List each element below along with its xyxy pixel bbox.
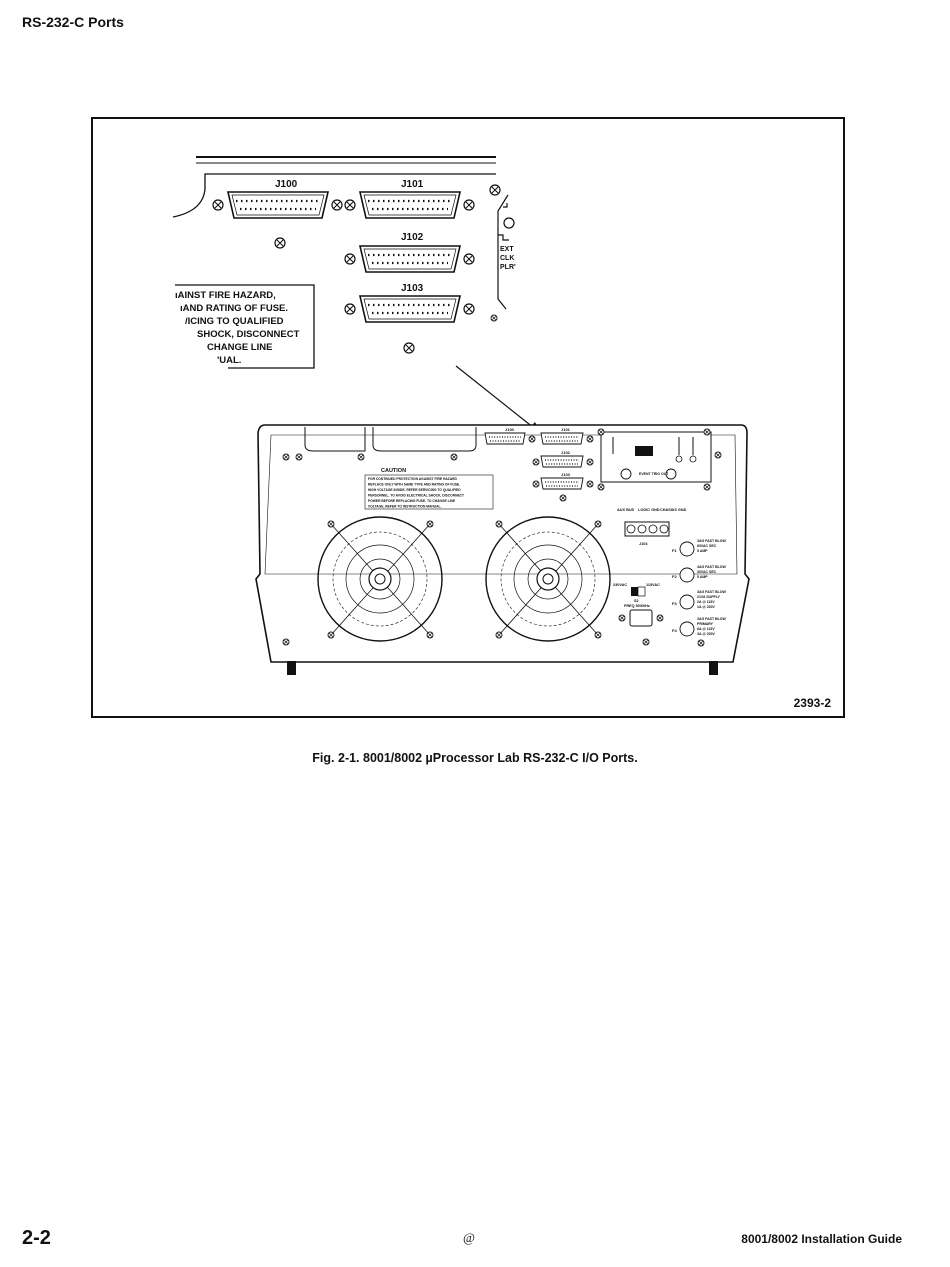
- fan-right: [485, 516, 611, 642]
- zoom-connector-j102: [358, 245, 462, 273]
- event-trig-label: EVENT TRIG OUT: [639, 472, 669, 476]
- fuse-id: F3: [672, 601, 677, 606]
- voltage-selector-switch: [631, 587, 638, 596]
- zoom-side-label-clk: CLK: [500, 255, 514, 262]
- voltage-label-230: 230VAC: [613, 583, 627, 587]
- fuse-line: 6A @ 115V: [697, 627, 715, 631]
- fuse-line: 2A @ 115V: [697, 600, 715, 604]
- panel-label-j103: J103: [561, 472, 571, 477]
- fuse-line: PRIMARY: [697, 622, 714, 626]
- caution-line: PERSONNEL. TO AVOID ELECTRICAL SHOCK, DI…: [368, 494, 464, 498]
- power-inlet: [629, 609, 653, 627]
- fuse-holder-f2: [679, 567, 695, 583]
- pointer-arrow: [455, 365, 541, 434]
- fuse-id: F2: [672, 574, 677, 579]
- fuse-id: F1: [672, 548, 677, 553]
- caution-line: HIGH VOLTAGE INSIDE. REFER SERVICING TO …: [368, 488, 461, 492]
- page-number: 2-2: [22, 1227, 51, 1249]
- guide-title: 8001/8002 Installation Guide: [741, 1232, 902, 1246]
- zoom-label-j103: J103: [401, 283, 424, 294]
- freq-label: FREQ 50/60Hz: [624, 604, 650, 608]
- caution-label: [364, 474, 494, 510]
- zoom-label-j101: J101: [401, 179, 424, 190]
- zoom-warning-line: SHOCK, DISCONNECT: [197, 329, 300, 340]
- terminal-id: J104: [639, 542, 648, 546]
- zoom-side-label-plr: PLR': [500, 264, 516, 271]
- zoom-connector-j100: [226, 191, 330, 219]
- fuse-holder-f3: [679, 594, 695, 610]
- panel-connector-j103: [540, 477, 584, 490]
- rear-panel: J100 J101 J102 J103: [255, 424, 750, 675]
- voltage-label-115: 115VAC: [646, 583, 660, 587]
- terminal-label-chassis: CHASSIS GND: [660, 508, 687, 512]
- zoom-connector-j101: [358, 191, 462, 219]
- caution-line: VOLTAGE, REFER TO INSTRUCTION MANUAL.: [368, 505, 442, 509]
- terminal-label-aux: AUX BUS: [617, 508, 635, 512]
- fuse-id: F4: [672, 628, 677, 633]
- panel-label-j101: J101: [561, 427, 571, 432]
- fuse-line: 5 AMP: [697, 549, 708, 553]
- figure-caption: Fig. 2-1. 8001/8002 µProcessor Lab RS-23…: [312, 751, 638, 765]
- zoom-warning-line: ıAND RATING OF FUSE.: [180, 303, 288, 314]
- panel-connector-j101: [540, 432, 584, 445]
- caution-line: FOR CONTINUED PROTECTION AGAINST FIRE HA…: [368, 477, 458, 481]
- fuse-line: 3AG FAST BLOW: [697, 565, 726, 569]
- zoom-warning-line: /ICING TO QUALIFIED: [185, 316, 284, 327]
- panel-label-j102: J102: [561, 450, 571, 455]
- fuse-line: 3AG FAST BLOW: [697, 590, 726, 594]
- panel-connector-j102: [540, 455, 584, 468]
- figure-id: 2393-2: [793, 696, 831, 710]
- switch-id: S2: [634, 599, 639, 603]
- fuse-holder-f4: [679, 621, 695, 637]
- caution-line: POWER BEFORE REPLACING FUSE. TO CHANGE L…: [368, 499, 456, 503]
- zoom-connector-j103: [358, 295, 462, 323]
- zoom-warning-line: CHANGE LINE: [207, 342, 272, 353]
- fuse-line: 21VA SUPPLY: [697, 595, 721, 599]
- zoom-label-j100: J100: [275, 179, 298, 190]
- figure-frame: J100 J101 J102 J103: [91, 117, 845, 718]
- caution-title: CAUTION: [381, 468, 406, 474]
- zoom-label-j102: J102: [401, 232, 424, 243]
- terminal-block-j104: [624, 521, 670, 537]
- fuse-line: 5 AMP: [697, 575, 708, 579]
- rear-panel-illustration: J100 J101 J102 J103: [172, 156, 750, 675]
- section-header: RS-232-C Ports: [22, 14, 124, 30]
- fuse-line: 60VAC SEC: [697, 544, 717, 548]
- panel-connector-j100: [484, 432, 526, 445]
- panel-label-j100: J100: [505, 427, 515, 432]
- fuse-line: 3AG FAST BLOW: [697, 617, 726, 621]
- zoom-warning-line: ıAINST FIRE HAZARD,: [175, 290, 276, 301]
- zoom-warning-line: 'UAL.: [217, 355, 241, 366]
- fuse-line: 3A @ 230V: [697, 632, 716, 636]
- copyright-mark: @: [463, 1230, 475, 1245]
- caution-line: REPLACE ONLY WITH SAME TYPE AND RATING O…: [368, 483, 460, 487]
- fuse-holder-f1: [679, 541, 695, 557]
- fuse-line: 1A @ 230V: [697, 605, 716, 609]
- fan-left: [317, 516, 443, 642]
- fuse-line: 3AG FAST BLOW: [697, 539, 726, 543]
- fuse-line: 30VAC SEC: [697, 570, 717, 574]
- zoom-warning-box: [175, 284, 315, 369]
- zoom-side-label-ext: EXT: [500, 246, 514, 253]
- terminal-label-logic: LOGIC GND: [638, 508, 660, 512]
- zoom-detail: J100 J101 J102 J103: [172, 156, 516, 369]
